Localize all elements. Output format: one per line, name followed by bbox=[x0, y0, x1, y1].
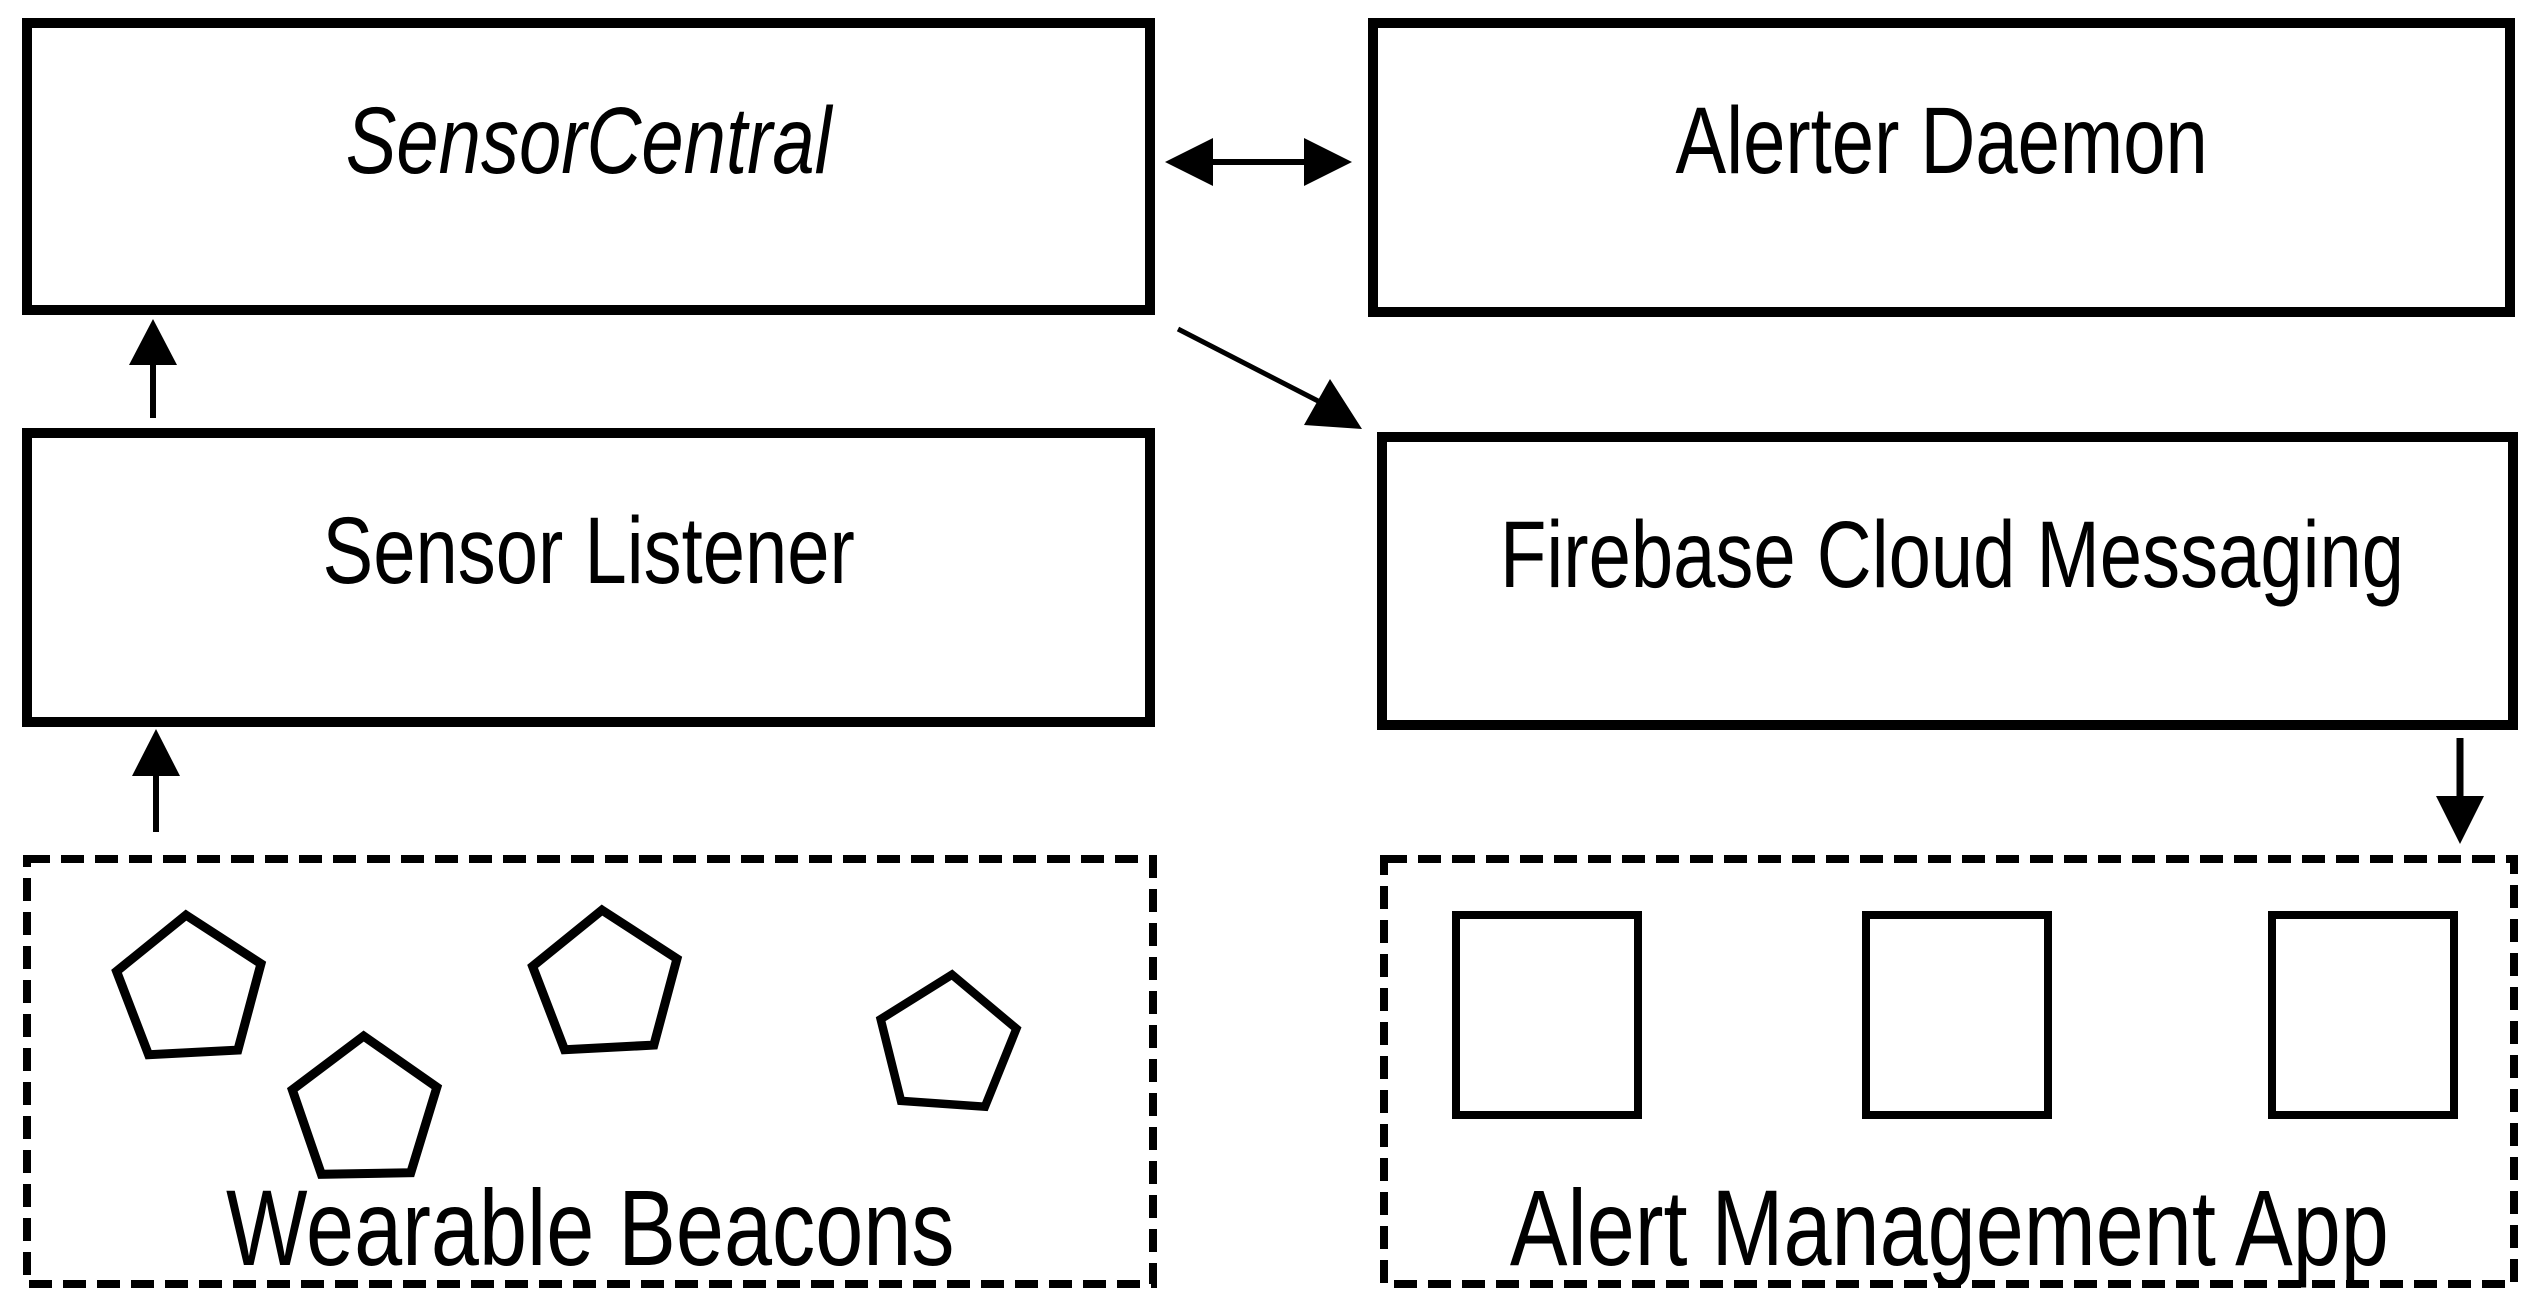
firebase-cloud-messaging-label: Firebase Cloud Messaging bbox=[1500, 502, 2405, 608]
alert-device-rect-icon bbox=[1452, 911, 1642, 1119]
alert-device-rect-icon bbox=[2268, 911, 2458, 1119]
arrow-beacons-to-listener bbox=[132, 729, 180, 832]
arrow-sensorcentral-alerterdaemon-bidirectional bbox=[1165, 138, 1352, 186]
beacon-pentagon-icon bbox=[875, 969, 1022, 1112]
wearable-beacons-dashed-border bbox=[23, 855, 1157, 1288]
arrow-listener-to-sensorcentral bbox=[129, 319, 177, 418]
beacon-pentagon-icon bbox=[286, 1030, 443, 1179]
alerter-daemon-box: Alerter Daemon bbox=[1368, 18, 2515, 317]
arrow-sensorcentral-to-firebase bbox=[1176, 326, 1362, 429]
alert-device-rect-icon bbox=[1862, 911, 2052, 1119]
firebase-cloud-messaging-box: Firebase Cloud Messaging bbox=[1377, 432, 2518, 730]
beacon-pentagon-icon bbox=[111, 909, 267, 1060]
alert-management-app-dashed-border bbox=[1380, 855, 2518, 1288]
beacon-pentagon-icon bbox=[527, 904, 683, 1055]
alerter-daemon-label: Alerter Daemon bbox=[1675, 88, 2208, 194]
wearable-beacons-group: Wearable Beacons bbox=[23, 855, 1157, 1288]
arrow-firebase-to-alertapp bbox=[2436, 738, 2484, 844]
sensor-listener-box: Sensor Listener bbox=[22, 428, 1155, 727]
sensor-central-box: SensorCentral bbox=[22, 18, 1155, 315]
sensor-central-label: SensorCentral bbox=[345, 88, 832, 194]
alert-management-app-group: Alert Management App bbox=[1380, 855, 2518, 1288]
wearable-beacons-label: Wearable Beacons bbox=[225, 1167, 955, 1288]
sensor-listener-label: Sensor Listener bbox=[322, 498, 855, 604]
alert-management-app-label: Alert Management App bbox=[1509, 1167, 2389, 1288]
